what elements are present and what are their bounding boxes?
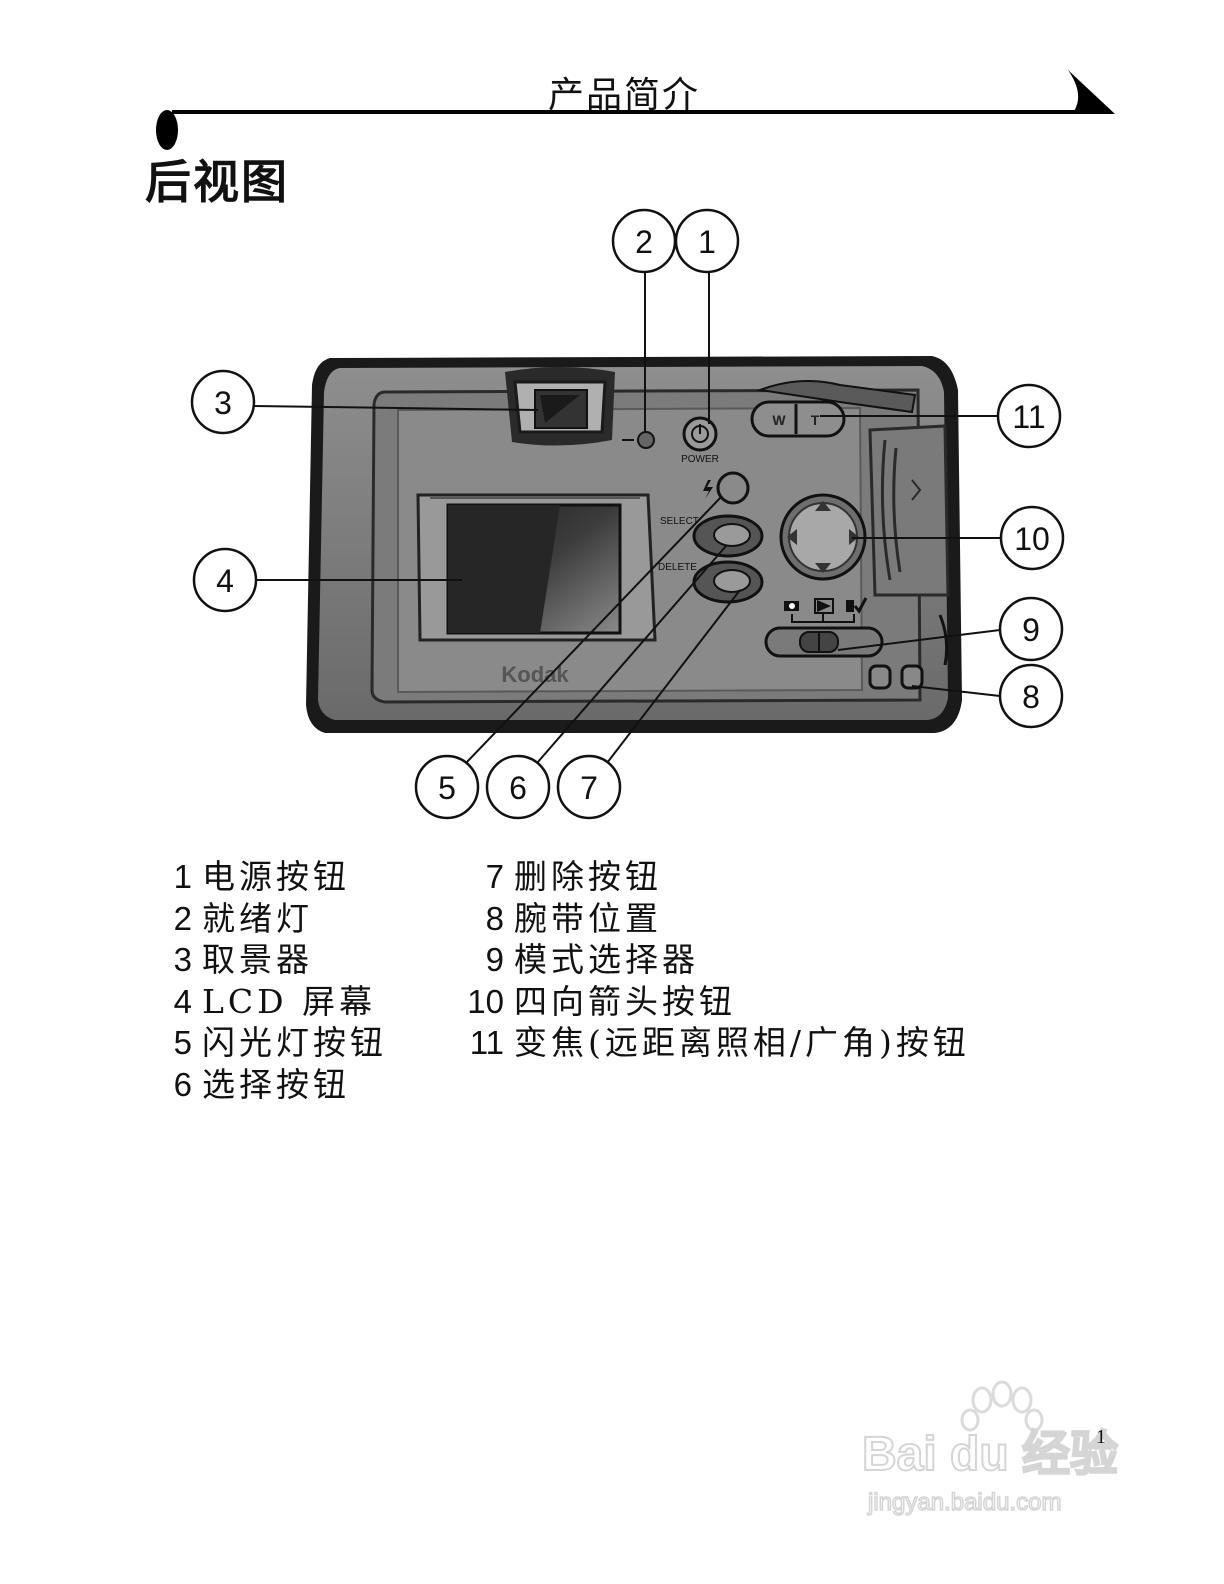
legend-text: 就绪灯 [202, 898, 313, 940]
page-number: 1 [1096, 1426, 1106, 1449]
legend-text: 模式选择器 [514, 939, 699, 981]
legend-number: 8 [458, 898, 504, 940]
power-label: POWER [681, 454, 719, 465]
callout-3-label: 3 [214, 385, 232, 421]
delete-label: DELETE [658, 562, 697, 573]
legend-text: 删除按钮 [514, 856, 662, 898]
viewfinder [505, 367, 615, 446]
watermark-main: Bai du 经验 [862, 1428, 1118, 1481]
callout-9-label: 9 [1022, 612, 1040, 648]
legend-number: 11 [458, 1022, 504, 1064]
legend-number: 10 [458, 981, 504, 1023]
legend-number: 7 [458, 856, 504, 898]
callout-4-label: 4 [216, 563, 234, 599]
legend-number: 4 [168, 981, 192, 1023]
callout-6-label: 6 [509, 770, 527, 806]
callout-2-label: 2 [635, 224, 653, 260]
ready-light [638, 432, 654, 448]
zoom-w-label: W [772, 412, 786, 428]
callout-10-label: 10 [1014, 521, 1050, 557]
legend-number: 1 [168, 856, 192, 898]
legend-text: 四向箭头按钮 [514, 981, 736, 1023]
legend-text: LCD 屏幕 [202, 981, 376, 1023]
callout-8-label: 8 [1022, 679, 1040, 715]
callout-11-label: 11 [1012, 399, 1045, 435]
legend-number: 9 [458, 939, 504, 981]
legend-number: 3 [168, 939, 192, 981]
lcd-screen [418, 495, 655, 640]
legend-text: 取景器 [202, 939, 313, 981]
power-button[interactable] [684, 418, 716, 450]
legend-text: 变焦(远距离照相/广角)按钮 [514, 1022, 970, 1064]
paw-icon [962, 1382, 1042, 1430]
zoom-t-label: T [811, 412, 820, 428]
legend-number: 5 [168, 1022, 192, 1064]
callout-5-label: 5 [438, 770, 456, 806]
legend-text: 闪光灯按钮 [202, 1022, 387, 1064]
callout-1-label: 1 [698, 224, 716, 260]
legend-text: 选择按钮 [202, 1064, 350, 1106]
mode-selector[interactable] [766, 628, 882, 656]
select-button[interactable] [694, 516, 762, 556]
legend-number: 2 [168, 898, 192, 940]
setup-mode-icon [846, 600, 854, 612]
baidu-watermark: Bai du 经验 jingyan.baidu.com [862, 1382, 1118, 1516]
legend-number: 6 [168, 1064, 192, 1106]
legend-text: 腕带位置 [514, 898, 662, 940]
watermark-sub: jingyan.baidu.com [867, 1489, 1061, 1516]
callout-7-label: 7 [580, 770, 598, 806]
delete-button[interactable] [694, 562, 762, 602]
header-rule [156, 70, 1115, 150]
legend-text: 电源按钮 [202, 856, 350, 898]
